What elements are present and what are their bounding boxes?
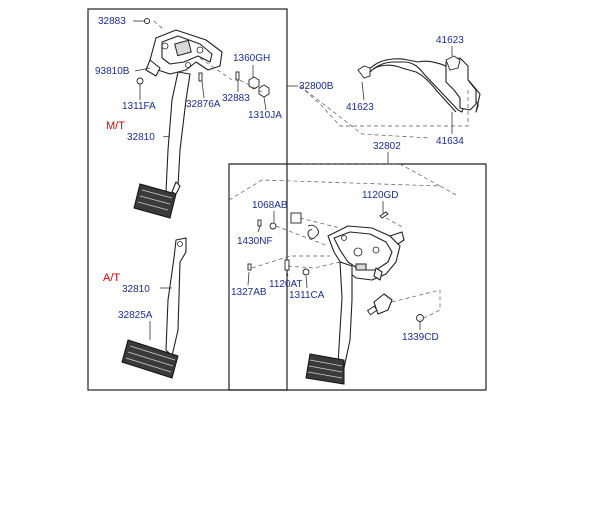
rh-pedal-bracket xyxy=(327,225,405,281)
dashed-reference-lines xyxy=(153,20,469,321)
mt-pedal-pad xyxy=(133,181,181,219)
rh-pedal-arm xyxy=(337,261,353,369)
mt-pedal-arm xyxy=(165,71,191,197)
label-41634: 41634 xyxy=(436,136,464,147)
label-1360GH: 1360GH xyxy=(233,53,270,64)
label-32800B: 32800B xyxy=(299,81,334,92)
left-group-frame xyxy=(87,8,288,391)
label-1311CA: 1311CA xyxy=(289,290,325,301)
section-label-at: A/T xyxy=(103,272,120,284)
label-1068AB: 1068AB xyxy=(252,200,288,211)
at-pedal-pad xyxy=(121,339,179,379)
label-32810-at: 32810 xyxy=(122,284,150,295)
label-93810B: 93810B xyxy=(95,66,130,77)
label-1120AT: 1120AT xyxy=(269,279,303,290)
hose-pipe xyxy=(357,55,481,113)
label-1311FA: 1311FA xyxy=(122,101,156,112)
label-41623-top: 41623 xyxy=(436,35,464,46)
label-1339CD: 1339CD xyxy=(402,332,439,343)
at-pedal-arm xyxy=(165,237,187,357)
rh-small-parts xyxy=(247,211,424,322)
label-32876A: 32876A xyxy=(186,99,221,110)
label-32825A: 32825A xyxy=(118,310,153,321)
right-group-frame xyxy=(228,163,487,391)
label-1327AB: 1327AB xyxy=(231,287,267,298)
label-32810-mt: 32810 xyxy=(127,132,155,143)
mt-small-parts xyxy=(136,17,270,98)
section-label-mt: M/T xyxy=(106,120,125,132)
leader-lines xyxy=(133,20,453,340)
label-41623-mid: 41623 xyxy=(346,102,374,113)
label-32883-top: 32883 xyxy=(98,16,126,27)
label-1430NF: 1430NF xyxy=(237,236,273,247)
label-32883-mid: 32883 xyxy=(222,93,250,104)
rh-pedal-pad xyxy=(305,353,345,385)
label-32802: 32802 xyxy=(373,141,401,152)
label-1310JA: 1310JA xyxy=(248,110,282,121)
mt-pedal-bracket xyxy=(145,29,223,77)
label-1120GD: 1120GD xyxy=(362,190,399,201)
